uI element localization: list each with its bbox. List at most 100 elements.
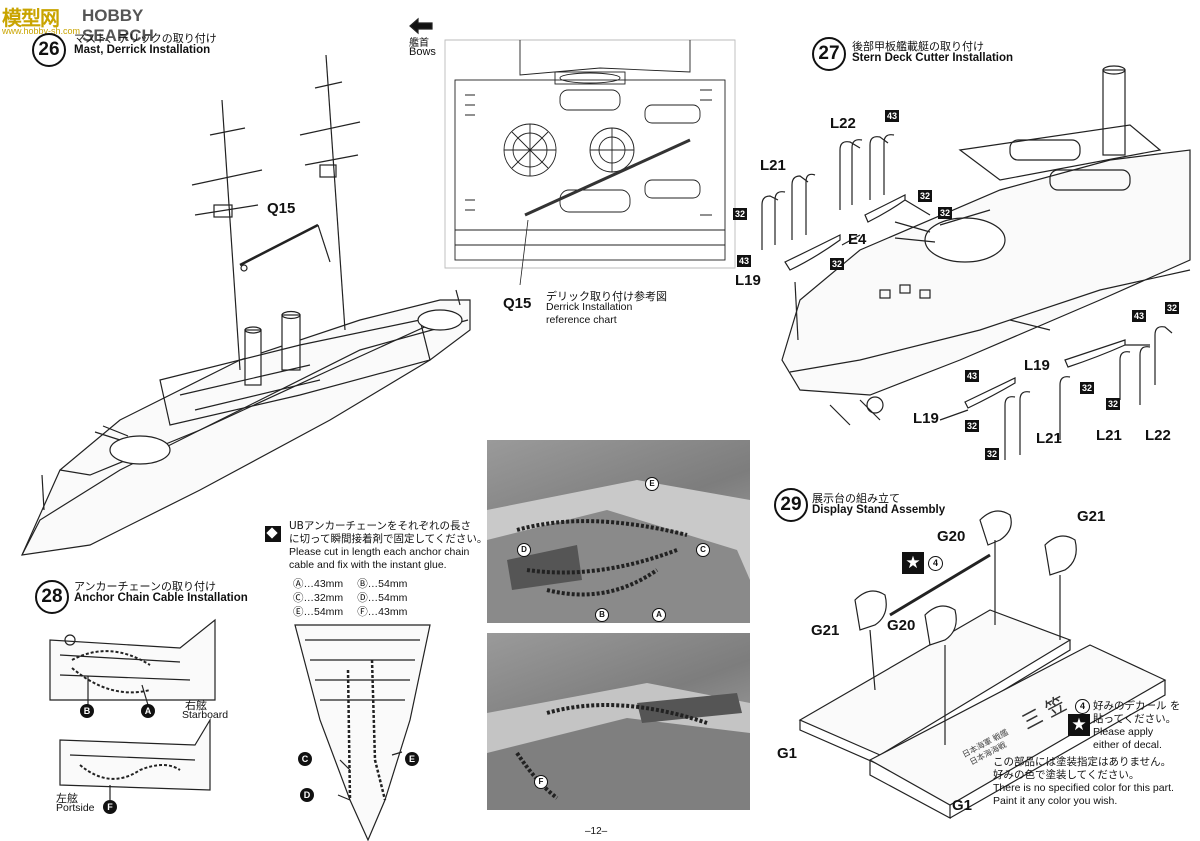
letter-f-portside: F (103, 800, 117, 814)
part-label-l22-right: L22 (1145, 427, 1171, 444)
part-label-g20-left: G20 (887, 617, 916, 634)
photo1-letter-d: D (517, 543, 531, 557)
portside-en: Portside (56, 802, 95, 814)
color-note-en1: There is no specified color for this par… (993, 782, 1174, 795)
chain-length-list: Ⓐ…43mm Ⓑ…54mm Ⓒ…32mm Ⓓ…54mm Ⓔ…54mm Ⓕ…43mm (293, 577, 407, 619)
part-tag-32-e: 32 (1165, 302, 1180, 314)
color-note-jp2: 好みの色で塗装してください。 (993, 769, 1140, 782)
photo1-letter-c: C (696, 543, 710, 557)
part-label-l21-low: L21 (1036, 430, 1062, 447)
derrick-ref-en2: reference chart (546, 314, 617, 326)
part-tag-43-b: 43 (737, 255, 752, 267)
starboard-en: Starboard (182, 709, 229, 721)
part-tag-32-d: 32 (830, 258, 845, 270)
part-tag-32-i: 32 (985, 448, 1000, 460)
photo1-letter-a: A (652, 608, 666, 622)
decal-number-top: 4 (928, 556, 943, 571)
decal-note-en1: Please apply (1093, 726, 1154, 739)
length-f: Ⓕ…43mm (357, 606, 408, 618)
derrick-reference-chart (444, 39, 736, 286)
color-note-jp1: この部品には塗装指定はありません。 (993, 756, 1172, 768)
starboard-jp: 右舷 (185, 699, 207, 712)
step-29-title-jp: 展示台の組み立て (812, 492, 900, 505)
part-tag-32-b: 32 (733, 208, 748, 220)
decal-note-jp1: 好みのデカール を (1093, 700, 1181, 712)
anchor-chain-starboard-detail (49, 618, 216, 706)
part-label-q15: Q15 (267, 200, 296, 217)
part-tag-43-top: 43 (885, 110, 900, 122)
letter-d-topview: D (300, 788, 314, 802)
length-e: Ⓔ…54mm (293, 606, 344, 618)
part-label-l19-top: L19 (735, 272, 761, 289)
step-26-title-en: Mast, Derrick Installation (74, 44, 211, 56)
derrick-ref-part: Q15 (503, 295, 532, 312)
anchor-chain-photo-portside: F (487, 633, 750, 810)
letter-b-starboard: B (80, 704, 94, 718)
photo1-letter-e: E (645, 477, 659, 491)
watermark-logo: 模型网 (2, 6, 60, 30)
part-tag-32-h: 32 (965, 420, 980, 432)
star-decal-icon: ★ (902, 552, 924, 574)
star-decal-note-icon: ★ (1068, 714, 1090, 736)
photo-starboard-art (487, 480, 750, 623)
part-label-g20-top: G20 (937, 528, 966, 545)
ship-26-illustration (21, 54, 471, 556)
bows-arrow-icon (409, 17, 433, 35)
photo1-letter-b: B (595, 608, 609, 622)
anchor-chain-note: UBアンカーチェーンをそれぞれの長さ に切って瞬間接着剤で固定してください。 P… (289, 520, 489, 573)
decal-number-note: 4 (1075, 699, 1090, 714)
step-27-title-en: Stern Deck Cutter Installation (852, 52, 1014, 64)
letter-a-starboard: A (141, 704, 155, 718)
part-tag-32-c: 32 (938, 207, 953, 219)
ship-27-illustration (761, 65, 1191, 460)
length-d: Ⓓ…54mm (357, 592, 408, 604)
photo-portside-art (487, 683, 750, 810)
part-label-g1-right: G1 (952, 797, 973, 814)
decal-note: 好みのデカール を 貼ってください。 Please apply either o… (1093, 700, 1180, 753)
part-label-l21-top: L21 (760, 157, 786, 174)
part-tag-43-d: 43 (965, 370, 980, 382)
part-tag-32-f: 32 (1080, 382, 1095, 394)
bows-label-jp: 艦首 (409, 38, 429, 49)
display-stand-illustration (798, 510, 1167, 820)
derrick-ref-en1: Derrick Installation (546, 301, 633, 313)
part-tag-32-g: 32 (1106, 398, 1121, 410)
anchor-note-jp2: に切って瞬間接着剤で固定してください。 (289, 533, 488, 546)
step-27-number: 27 (812, 37, 846, 71)
letter-c-topview: C (298, 752, 312, 766)
step-29-number: 29 (774, 488, 808, 522)
portside-jp: 左舷 (56, 792, 78, 805)
part-label-l21-right: L21 (1096, 427, 1122, 444)
step-28-title-jp: アンカーチェーンの取り付け (74, 580, 217, 593)
anchor-note-en1: Please cut in length each anchor chain (289, 546, 470, 559)
step-26-number: 26 (32, 33, 66, 67)
step-28-title-en: Anchor Chain Cable Installation (74, 592, 248, 604)
part-tag-43-c: 43 (1132, 310, 1147, 322)
bows-label-en: Bows (409, 46, 436, 58)
step-27-title-jp: 後部甲板艦載艇の取り付け (852, 40, 984, 53)
anchor-chain-portside-detail (59, 717, 211, 800)
part-label-g21-top: G21 (1077, 508, 1106, 525)
step-26-title-jp: マスト、デリックの取り付け (74, 32, 217, 45)
watermark-site: HOBBY SEARCH (82, 6, 154, 45)
anchor-note-jp1: UBアンカーチェーンをそれぞれの長さ (289, 520, 471, 532)
part-label-g1-left: G1 (777, 745, 798, 762)
photo2-letter-f: F (534, 775, 548, 789)
color-note: この部品には塗装指定はありません。 好みの色で塗装してください。 There i… (993, 756, 1174, 809)
part-label-l19-low: L19 (913, 410, 939, 427)
length-c: Ⓒ…32mm (293, 592, 344, 604)
page-number: –12– (585, 826, 608, 837)
part-label-l19-mid: L19 (1024, 357, 1050, 374)
length-a: Ⓐ…43mm (293, 578, 344, 590)
part-tag-32-a: 32 (918, 190, 933, 202)
diamond-icon (265, 526, 281, 542)
color-note-en2: Paint it any color you wish. (993, 795, 1118, 808)
decal-note-jp2: 貼ってください。 (1093, 713, 1177, 726)
anchor-chain-top-view (294, 624, 431, 841)
part-label-e4: E4 (848, 231, 867, 248)
step-28-number: 28 (35, 580, 69, 614)
length-b: Ⓑ…54mm (357, 578, 408, 590)
watermark: 模型网 HOBBY SEARCH www.hobby-sh.com (0, 2, 160, 45)
derrick-ref-jp: デリック取り付け参考図 (546, 290, 667, 303)
